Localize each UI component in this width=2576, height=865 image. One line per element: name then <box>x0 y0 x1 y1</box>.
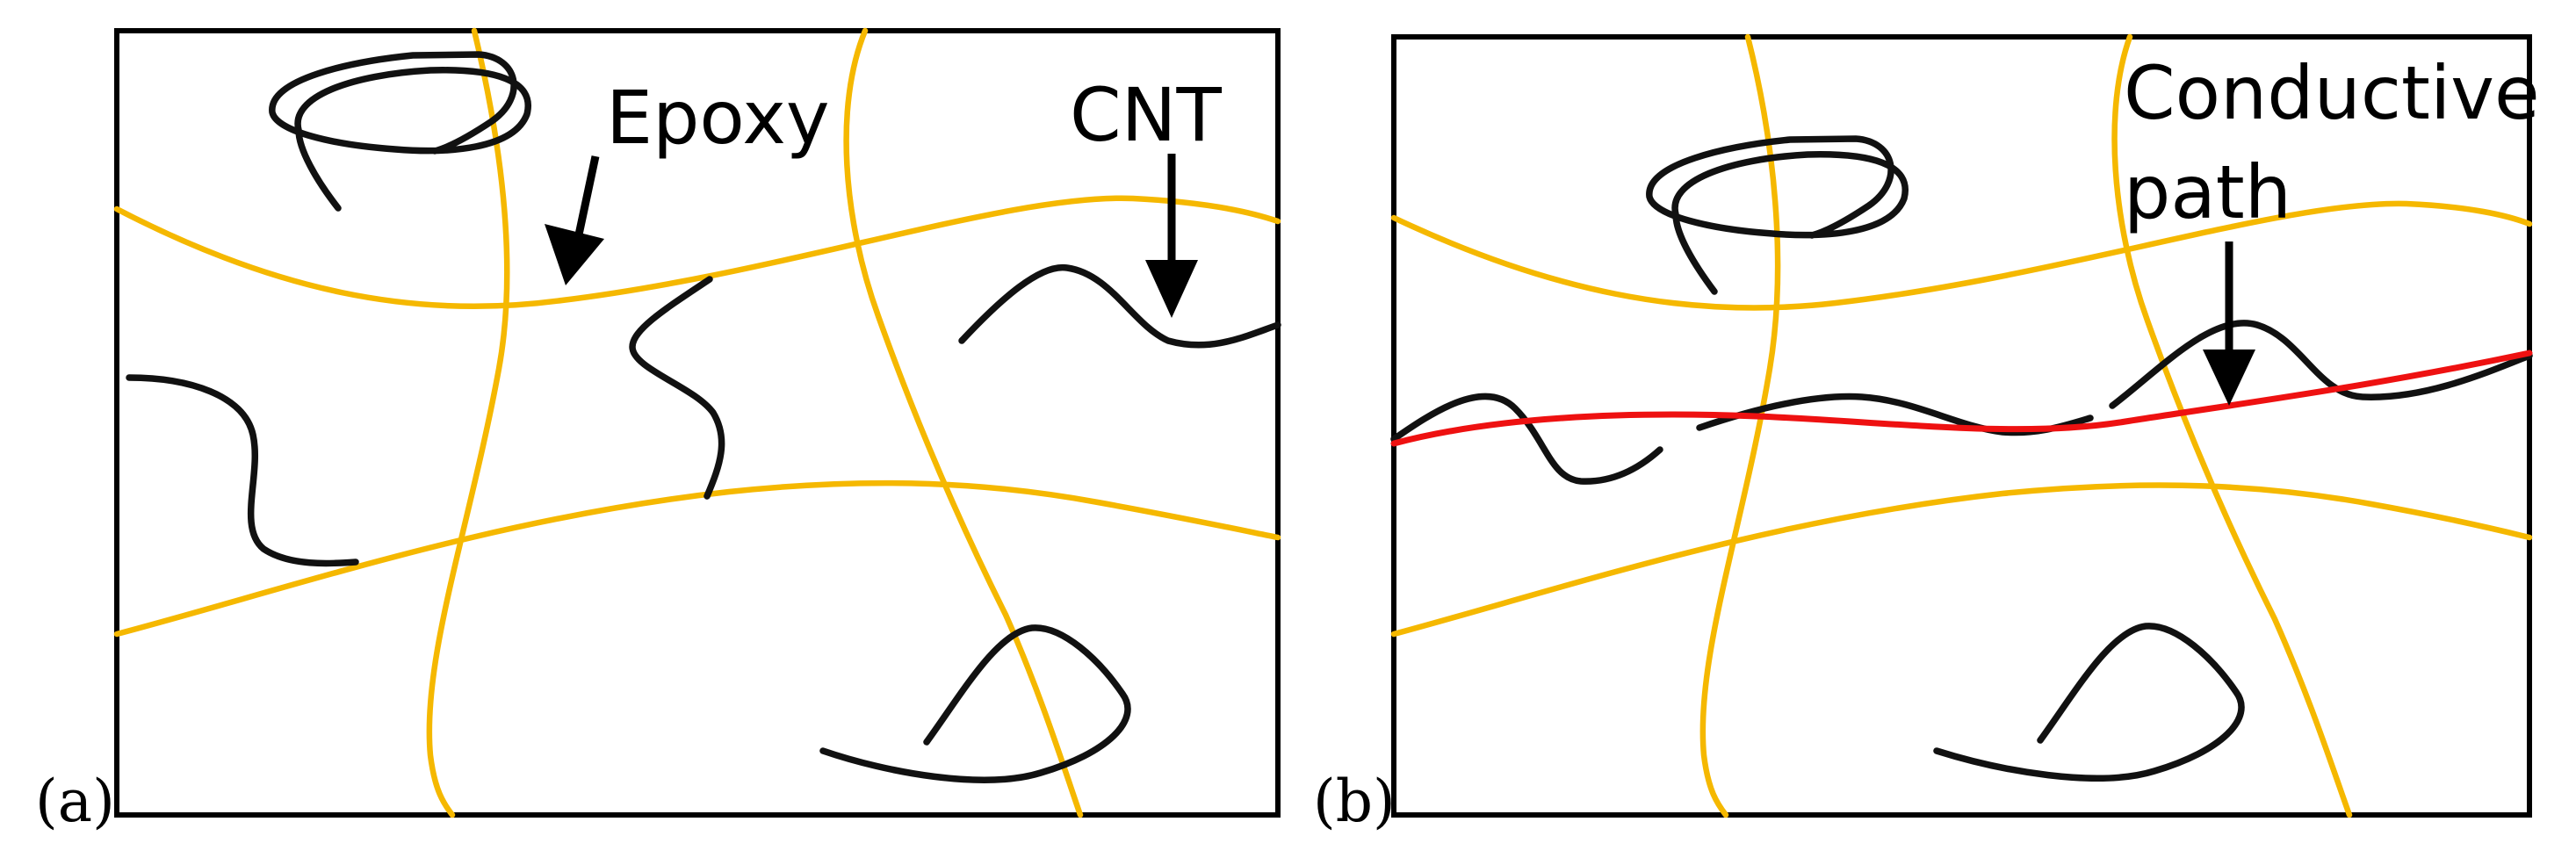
cnt-fiber <box>2109 320 2533 409</box>
cnt-fiber <box>269 51 531 212</box>
conductive-label-line1: Conductive <box>2124 50 2540 136</box>
cnt-arrow-head <box>1145 260 1198 318</box>
epoxy-arrow-shaft <box>574 155 600 240</box>
cnt-arrow <box>1145 154 1198 318</box>
conductive-path-arrow-head <box>2203 350 2255 406</box>
cnt-fiber <box>1646 135 1909 295</box>
epoxy-strand <box>1390 482 2533 638</box>
conductive-path-arrow <box>2203 241 2255 406</box>
epoxy-strand <box>843 27 1084 818</box>
cnt-fiber <box>1933 623 2245 782</box>
panel-b-tag: (b) <box>1313 768 1396 835</box>
cnt-fiber <box>1390 393 1663 485</box>
panel-b: Conductive path (b) <box>1313 33 2540 835</box>
cnt-fiber <box>629 276 725 500</box>
conductive-label-line2: path <box>2124 149 2291 235</box>
epoxy-arrow-head <box>545 224 604 285</box>
epoxy-arrow <box>545 155 604 285</box>
panel-a-cnt-fibers <box>126 51 1281 783</box>
epoxy-strand <box>426 27 510 818</box>
epoxy-strand <box>2111 33 2353 818</box>
panel-a: Epoxy CNT (a) <box>35 27 1281 835</box>
cnt-fiber <box>126 374 359 567</box>
epoxy-strand <box>1390 200 2533 311</box>
cnt-label: CNT <box>1070 72 1222 158</box>
cnt-fiber <box>819 624 1131 783</box>
conductive-path-line <box>1390 350 2533 447</box>
epoxy-strand <box>113 479 1281 638</box>
panel-b-epoxy-network <box>1390 33 2533 818</box>
panel-a-tag: (a) <box>35 768 115 835</box>
epoxy-label: Epoxy <box>606 75 830 161</box>
cnt-fiber <box>958 263 1281 349</box>
epoxy-strand <box>1699 33 1781 818</box>
